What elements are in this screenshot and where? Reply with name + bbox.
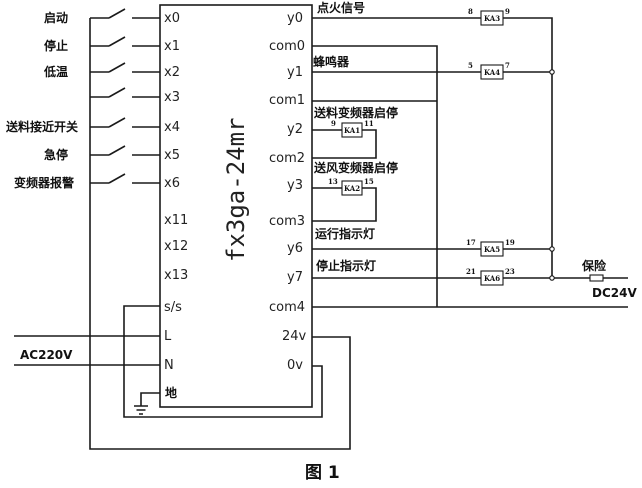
plc-model: fx3ga-24mr: [222, 118, 250, 263]
terminal-x4: x4: [164, 120, 180, 135]
svg-text:KA2: KA2: [344, 184, 360, 193]
terminal-com3: com3: [269, 214, 305, 229]
terminal-y2: y2: [287, 122, 303, 137]
terminal-x1: x1: [164, 39, 180, 54]
input-common-rail: [89, 18, 351, 450]
ground-symbol: [134, 392, 160, 415]
terminal-24v: 24v: [282, 329, 307, 344]
terminal-y6: y6: [287, 241, 303, 256]
output-label-y6: 运行指示灯: [315, 226, 375, 241]
svg-text:13: 13: [328, 177, 338, 186]
terminal-x5: x5: [164, 148, 180, 163]
svg-text:KA4: KA4: [484, 68, 500, 77]
switch-x3: [90, 87, 160, 98]
terminal-com4: com4: [269, 300, 305, 315]
svg-text:KA5: KA5: [484, 245, 500, 254]
ss-common-loop: [123, 305, 323, 418]
svg-text:21: 21: [466, 267, 476, 276]
terminal-y1: y1: [287, 65, 303, 80]
output-label-y7: 停止指示灯: [316, 258, 376, 273]
input-label-stop: 停止: [44, 38, 68, 53]
relay-ka4: KA4 5 7: [468, 61, 510, 80]
relay-ka2: KA2 13 15: [328, 177, 374, 196]
svg-text:17: 17: [466, 238, 476, 247]
svg-text:8: 8: [468, 7, 473, 16]
output-label-y1: 蜂鸣器: [313, 54, 350, 69]
plc-body: [159, 4, 313, 408]
svg-text:19: 19: [505, 238, 515, 247]
relay-ka5: KA5 17 19: [466, 238, 515, 257]
terminal-ground: 地: [165, 385, 177, 400]
junction-dot-3: [549, 275, 555, 281]
input-switches: [90, 8, 160, 184]
fuse-label: 保险: [581, 258, 607, 273]
switch-start: [90, 8, 160, 19]
input-label-low-temp: 低温: [43, 64, 68, 79]
svg-text:11: 11: [364, 119, 374, 128]
switch-estop: [90, 145, 160, 156]
switch-vfd-alarm: [90, 173, 160, 184]
terminal-x3: x3: [164, 90, 180, 105]
terminal-L: L: [164, 329, 172, 344]
svg-text:9: 9: [505, 7, 510, 16]
input-label-estop: 急停: [44, 147, 68, 162]
svg-text:23: 23: [505, 267, 515, 276]
svg-text:KA6: KA6: [484, 274, 500, 283]
svg-text:5: 5: [468, 61, 473, 70]
output-wiring: [312, 17, 628, 308]
terminal-x6: x6: [164, 176, 180, 191]
terminal-com0: com0: [269, 39, 305, 54]
input-label-feed-proximity: 送料接近开关: [5, 119, 78, 134]
terminal-x12: x12: [164, 239, 188, 254]
svg-text:9: 9: [331, 119, 336, 128]
terminal-x13: x13: [164, 268, 188, 283]
terminal-ss: s/s: [164, 300, 182, 315]
terminal-x11: x11: [164, 213, 188, 228]
terminal-y7: y7: [287, 270, 303, 285]
svg-text:15: 15: [364, 177, 374, 186]
switch-low-temp: [90, 62, 160, 73]
output-label-y2: 送料变频器启停: [313, 105, 398, 120]
svg-text:KA3: KA3: [484, 14, 500, 23]
output-label-y0: 点火信号: [317, 0, 365, 15]
terminal-x0: x0: [164, 11, 180, 26]
terminal-com1: com1: [269, 93, 305, 108]
terminal-0v: 0v: [287, 358, 303, 373]
terminal-y0: y0: [287, 11, 303, 26]
terminal-com2: com2: [269, 151, 305, 166]
junction-dot-2: [549, 246, 555, 252]
svg-text:7: 7: [505, 61, 510, 70]
input-label-start: 启动: [44, 10, 68, 25]
junction-dot-1: [549, 69, 555, 75]
relay-ka3: KA3 8 9: [468, 7, 510, 26]
ac-label: AC220V: [20, 348, 73, 362]
relay-ka1: KA1 9 11: [331, 119, 374, 138]
output-label-y3: 送风变频器启停: [313, 160, 398, 175]
svg-text:KA1: KA1: [344, 126, 360, 135]
terminal-x2: x2: [164, 65, 180, 80]
figure-caption: 图 1: [305, 463, 340, 483]
relay-ka6: KA6 21 23: [466, 267, 515, 286]
switch-feed-proximity: [90, 117, 160, 128]
fuse-symbol: [589, 274, 604, 282]
dc-label: DC24V: [592, 286, 637, 300]
input-label-vfd-alarm: 变频器报警: [14, 175, 74, 190]
terminal-y3: y3: [287, 178, 303, 193]
switch-stop: [90, 36, 160, 47]
terminal-N: N: [164, 358, 174, 373]
